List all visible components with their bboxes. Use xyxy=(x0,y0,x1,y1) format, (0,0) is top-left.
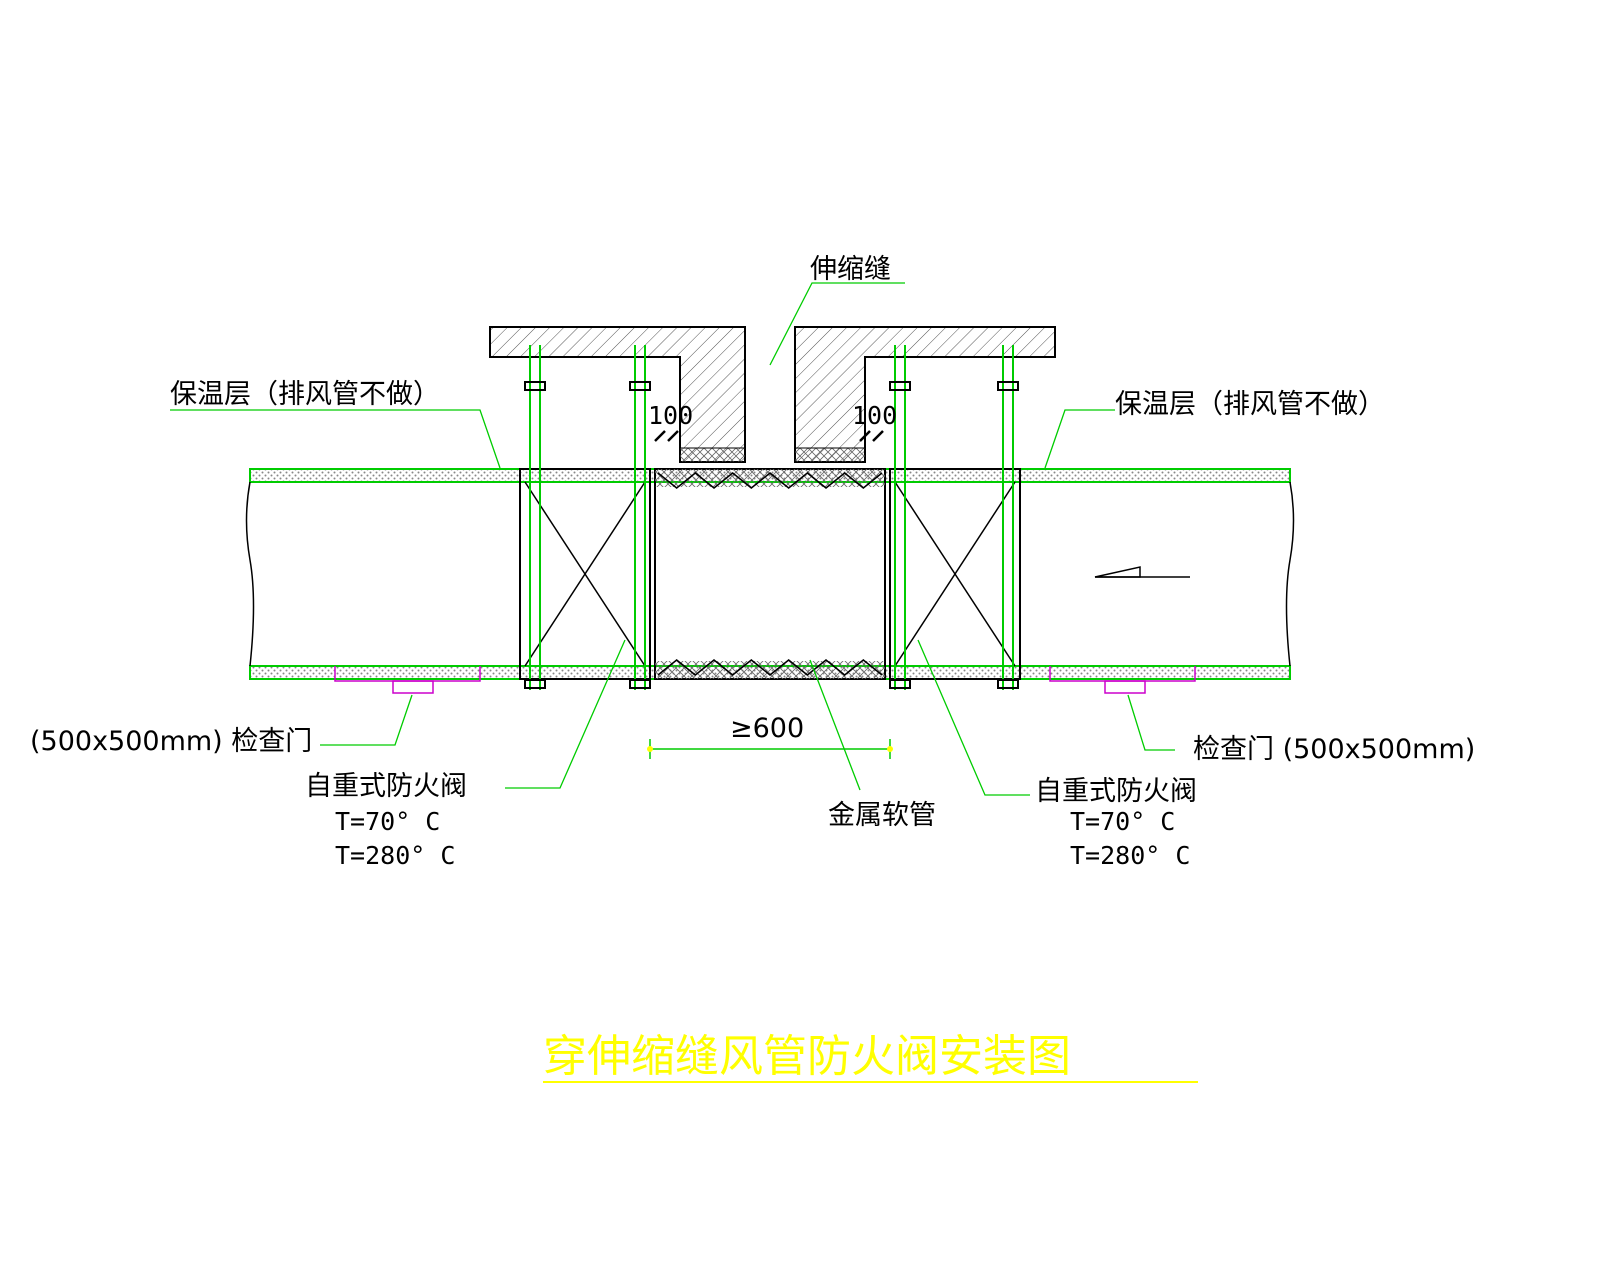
label-insulation-right: 保温层（排风管不做） xyxy=(1115,389,1385,420)
dimension-100-ticks xyxy=(654,430,884,442)
label-metal-hose: 金属软管 xyxy=(828,800,936,831)
label-temp-70-right: T=70° C xyxy=(1070,807,1175,836)
label-min-length: ≥600 xyxy=(730,713,804,744)
label-inspection-door-left: (500x500mm) 检查门 xyxy=(30,726,312,757)
inspection-door-left xyxy=(334,666,481,694)
metal-flexible-hose xyxy=(654,468,886,680)
fire-damper-left xyxy=(519,468,651,680)
label-inspection-door-right: 检查门 (500x500mm) xyxy=(1193,734,1475,765)
label-expansion-joint: 伸缩缝 xyxy=(810,254,891,285)
concrete-slab-right xyxy=(794,326,1056,463)
leader-lines xyxy=(170,282,1175,796)
fire-damper-right xyxy=(889,468,1021,680)
airflow-arrow-icon xyxy=(1094,566,1190,578)
label-insulation-left: 保温层（排风管不做） xyxy=(170,379,440,410)
air-duct xyxy=(245,468,1295,680)
concrete-slab-left xyxy=(489,326,746,463)
label-fire-damper-right: 自重式防火阀 xyxy=(1035,776,1197,807)
drawing-title: 穿伸缩缝风管防火阀安装图 xyxy=(543,1031,1071,1082)
label-dim-right: 100 xyxy=(852,401,897,430)
inspection-door-right xyxy=(1049,666,1196,694)
label-temp-70-left: T=70° C xyxy=(335,807,440,836)
label-fire-damper-left: 自重式防火阀 xyxy=(305,771,467,802)
label-dim-left: 100 xyxy=(648,401,693,430)
dimension-min-length xyxy=(647,739,893,759)
hanger-rods xyxy=(524,345,1019,690)
label-temp-280-left: T=280° C xyxy=(335,841,455,870)
label-temp-280-right: T=280° C xyxy=(1070,841,1190,870)
